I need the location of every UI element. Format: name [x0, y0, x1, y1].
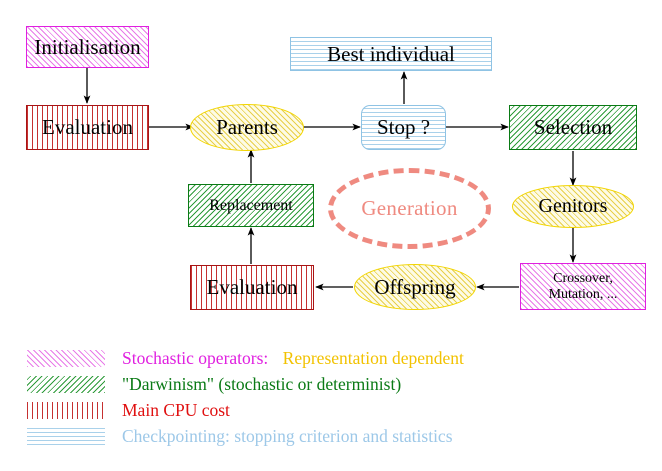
node-replacement[interactable]: Replacement [188, 184, 314, 227]
legend-label-stochastic-operators-part2: Representation dependent [282, 347, 464, 368]
legend-swatch-blue-hatch [27, 427, 105, 445]
node-stop[interactable]: Stop ? [361, 105, 446, 150]
node-offspring[interactable]: Offspring [354, 264, 476, 310]
legend-swatch-green-hatch [27, 375, 105, 393]
node-evaluation-top[interactable]: Evaluation [26, 105, 149, 150]
node-initialisation[interactable]: Initialisation [26, 26, 149, 68]
legend-label-checkpointing-text: Checkpointing: stopping criterion and st… [122, 425, 453, 446]
node-evaluation-bottom-label: Evaluation [206, 275, 298, 300]
node-crossover-mutation-label-line2: Mutation, ... [548, 286, 618, 302]
node-genitors-label: Genitors [538, 194, 608, 217]
node-initialisation-label: Initialisation [34, 34, 141, 59]
generation-label: Generation [361, 196, 458, 220]
legend-label-stochastic-operators-part1: Stochastic operators: [122, 347, 269, 368]
legend-label-main-cpu-cost-text: Main CPU cost [122, 399, 230, 420]
node-best-individual[interactable]: Best individual [290, 37, 492, 71]
node-crossover-mutation-label-line1: Crossover, [553, 271, 613, 287]
node-stop-label: Stop ? [376, 115, 431, 140]
node-selection[interactable]: Selection [509, 105, 637, 150]
node-selection-label: Selection [533, 115, 613, 140]
node-evaluation-bottom[interactable]: Evaluation [190, 265, 314, 310]
node-parents[interactable]: Parents [190, 104, 304, 151]
legend-label-main-cpu-cost: Main CPU cost [122, 400, 230, 421]
generation-boundary: Generation [328, 168, 491, 249]
legend-swatch-red-hatch [27, 401, 105, 419]
legend-swatch-magenta-hatch [27, 349, 105, 367]
legend: Stochastic operators: Representation dep… [27, 345, 637, 449]
node-evaluation-top-label: Evaluation [42, 115, 133, 140]
legend-row-darwinism: "Darwinism" (stochastic or determinist) [27, 371, 637, 397]
node-genitors[interactable]: Genitors [512, 185, 634, 228]
node-parents-label: Parents [216, 115, 278, 140]
legend-row-stochastic-operators: Stochastic operators: Representation dep… [27, 345, 637, 371]
node-replacement-label: Replacement [209, 196, 293, 214]
node-offspring-label: Offspring [374, 274, 456, 299]
node-crossover-mutation[interactable]: Crossover, Mutation, ... [520, 263, 646, 310]
node-best-individual-label: Best individual [327, 41, 455, 66]
legend-label-stochastic-operators: Stochastic operators: Representation dep… [122, 348, 464, 369]
legend-label-checkpointing: Checkpointing: stopping criterion and st… [122, 426, 453, 447]
legend-row-main-cpu-cost: Main CPU cost [27, 397, 637, 423]
legend-label-darwinism-text: "Darwinism" (stochastic or determinist) [122, 373, 402, 394]
legend-label-darwinism: "Darwinism" (stochastic or determinist) [122, 374, 401, 395]
legend-row-checkpointing: Checkpointing: stopping criterion and st… [27, 423, 637, 449]
